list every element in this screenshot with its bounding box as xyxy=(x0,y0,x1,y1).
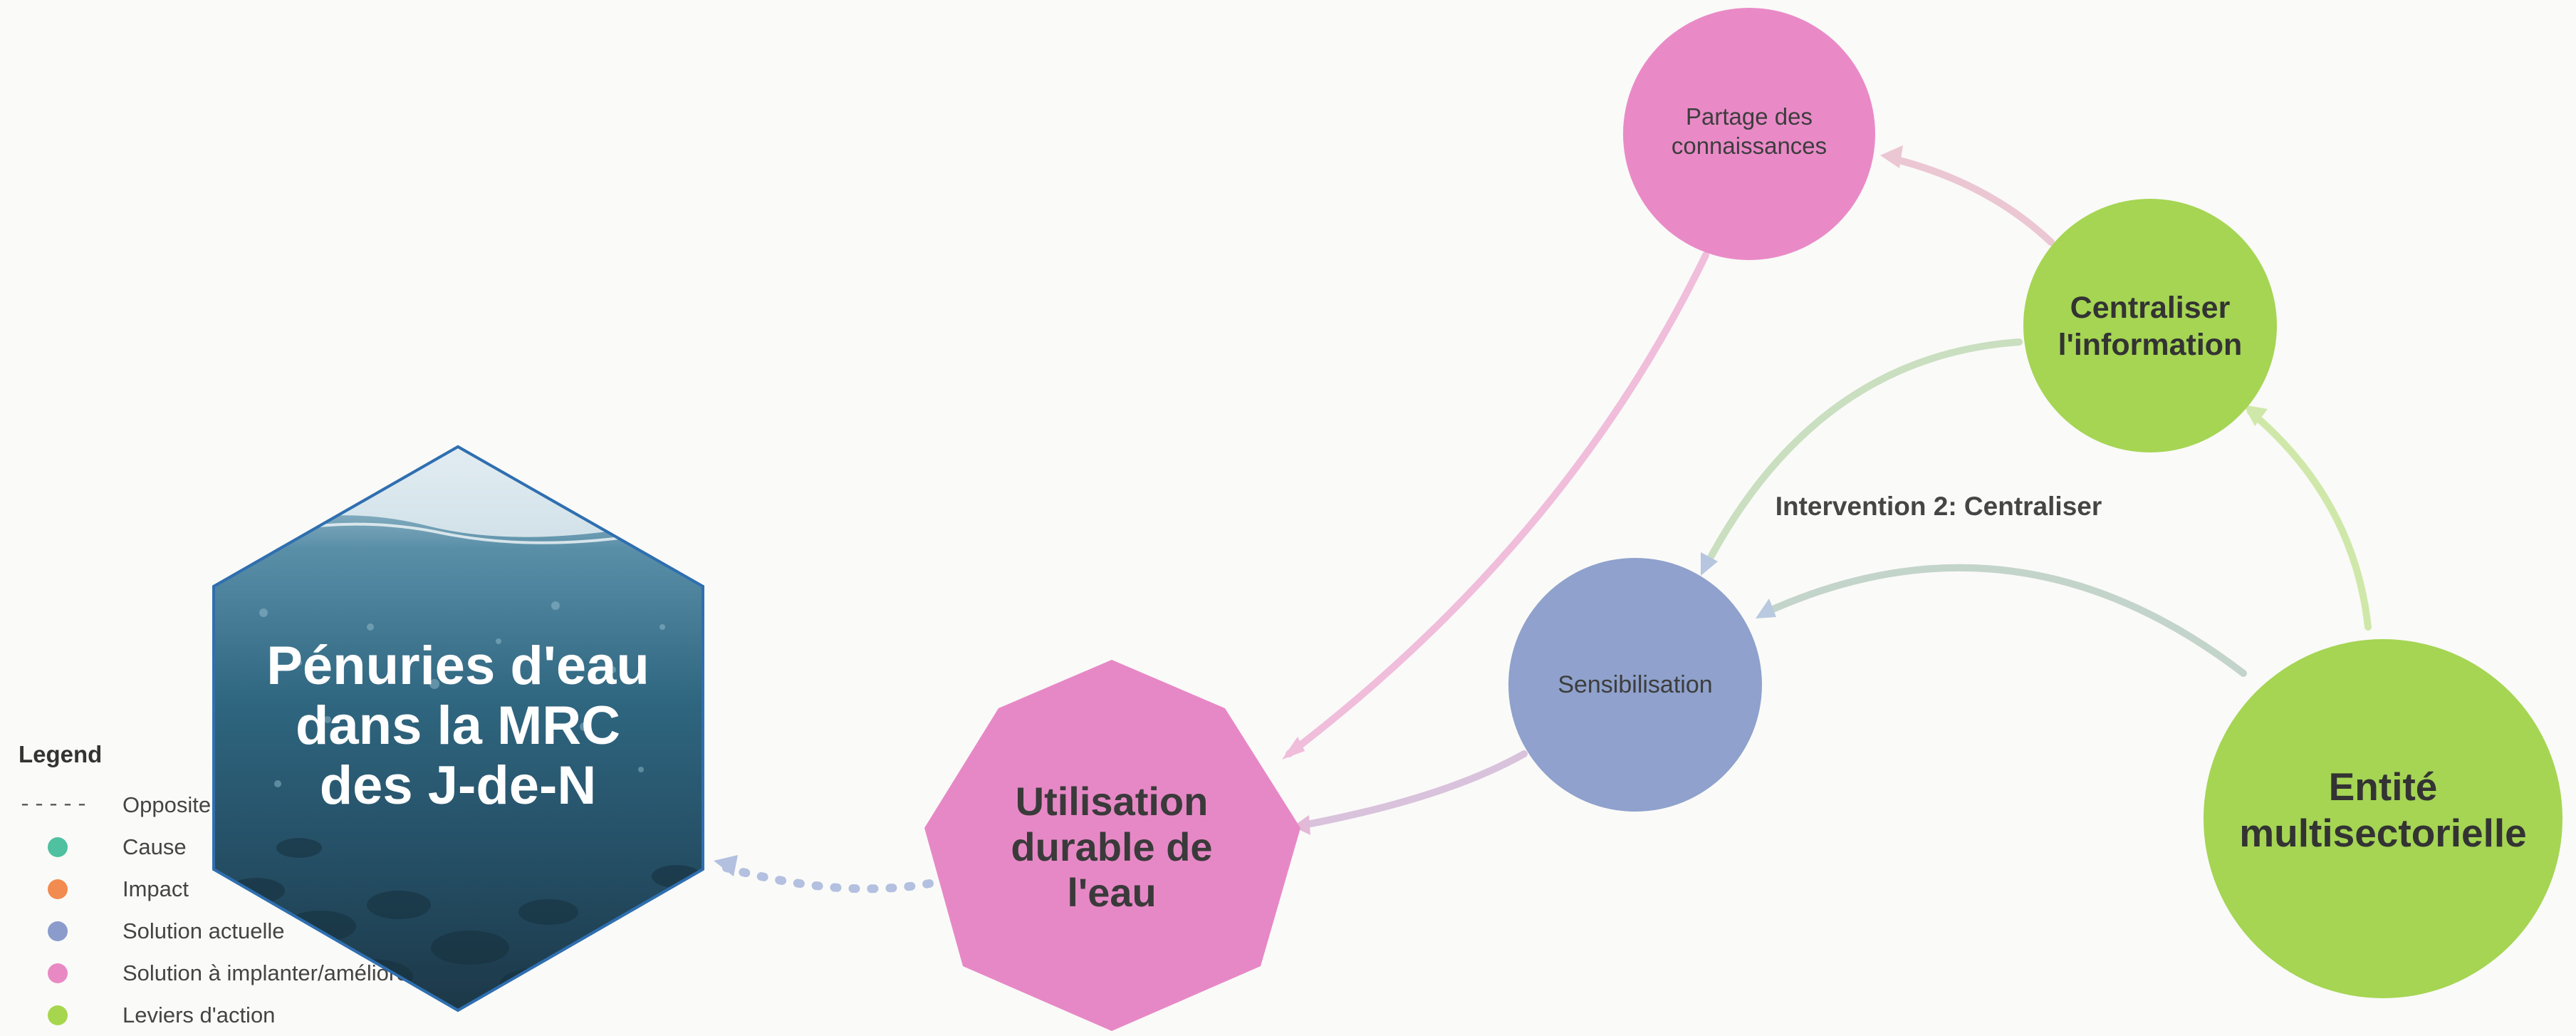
partage-label-line-2: connaissances xyxy=(1672,133,1827,159)
centraliser-label-line-2: l'information xyxy=(2058,328,2243,362)
dashed-line-icon: ----- xyxy=(18,792,90,817)
edge-entite-to-sensibilisation xyxy=(1761,564,2247,677)
legend-label: Cause xyxy=(122,834,187,859)
node-utilisation[interactable]: Utilisation durable de l'eau xyxy=(924,660,1300,1031)
dot-icon xyxy=(48,879,68,899)
legend-label: Impact xyxy=(122,876,189,901)
utilisation-label-line-2: durable de xyxy=(1011,824,1212,869)
centraliser-label-line-1: Centraliser xyxy=(2070,291,2231,325)
partage-label-line-1: Partage des xyxy=(1686,103,1813,130)
edge-sensibilisation-to-utilisation xyxy=(1300,750,1528,829)
arrowhead-partage xyxy=(1880,145,1903,168)
legend-item-solution-a-implanter: Solution à implanter/améliorer xyxy=(19,952,474,994)
penuries-label-line-1: Pénuries d'eau xyxy=(266,636,650,696)
dot-icon xyxy=(48,963,68,983)
legend-label: Leviers d'action xyxy=(122,1002,276,1027)
dot-icon xyxy=(48,1005,68,1025)
dot-icon xyxy=(48,921,68,941)
legend-item-opposite: ----- Opposite xyxy=(19,784,474,826)
utilisation-label-line-3: l'eau xyxy=(1067,870,1156,915)
centraliser-circle xyxy=(2023,199,2277,452)
edge-centraliser-to-sensibilisation xyxy=(1702,338,2023,570)
sensibilisation-circle xyxy=(1508,558,1762,812)
legend-title: Legend xyxy=(19,741,103,767)
entite-label-line-2: multisectorielle xyxy=(2239,811,2526,855)
sensibilisation-label: Sensibilisation xyxy=(1558,671,1712,698)
intervention-label: Intervention 2: Centraliser xyxy=(1775,492,2102,521)
entite-circle xyxy=(2204,639,2562,998)
legend-item-solution-actuelle: Solution actuelle xyxy=(19,910,474,952)
edge-utilisation-to-penuries xyxy=(722,864,934,893)
arrowhead-sensibilisation-right xyxy=(1756,599,1776,618)
arrowhead-utilisation-top xyxy=(1282,737,1305,760)
partage-circle xyxy=(1623,8,1875,260)
edge-partage-to-utilisation xyxy=(1286,252,1709,757)
utilisation-label-line-1: Utilisation xyxy=(1016,779,1209,824)
legend-item-leviers: Leviers d'action xyxy=(19,994,474,1036)
arrowhead-utilisation-right xyxy=(1293,815,1310,835)
dot-icon xyxy=(48,836,68,857)
legend-item-impact: Impact xyxy=(19,868,474,910)
entite-label-line-1: Entité xyxy=(2329,765,2438,809)
edge-entite-to-centraliser xyxy=(2247,408,2372,631)
node-sensibilisation[interactable]: Sensibilisation xyxy=(1508,558,1762,812)
edges-layer xyxy=(714,145,2372,893)
node-centraliser[interactable]: Centraliser l'information xyxy=(2023,199,2277,452)
arrowhead-penuries xyxy=(714,855,738,876)
octagon-shape xyxy=(924,660,1300,1031)
arrowhead-sensibilisation-top xyxy=(1701,552,1718,576)
legend-label: Opposite xyxy=(122,792,212,817)
legend: Legend ----- Opposite Cause Impact Solut… xyxy=(19,741,474,1036)
edge-centraliser-to-partage xyxy=(1887,155,2055,246)
node-partage[interactable]: Partage des connaissances xyxy=(1623,8,1875,260)
legend-label: Solution actuelle xyxy=(122,918,285,943)
legend-item-cause: Cause xyxy=(19,826,474,868)
node-entite[interactable]: Entité multisectorielle xyxy=(2204,639,2562,998)
legend-label: Solution à implanter/améliorer xyxy=(122,960,416,985)
arrowhead-centraliser xyxy=(2243,405,2268,426)
